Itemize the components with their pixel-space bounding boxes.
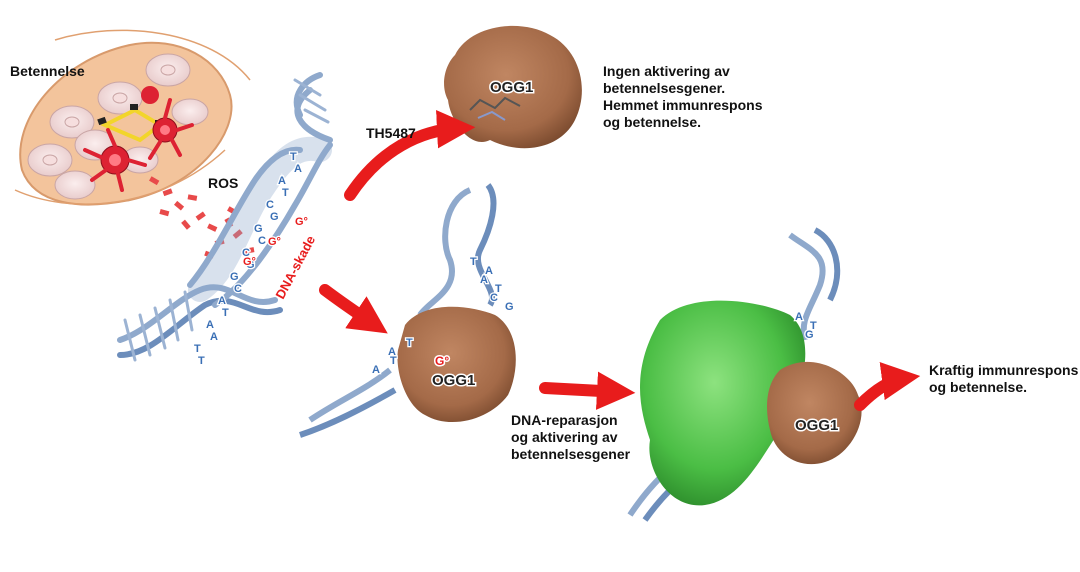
- outcome-strong-line: Kraftig immunrespons: [929, 362, 1078, 379]
- damaged-base: C: [258, 235, 266, 247]
- damaged-base: A: [278, 175, 286, 187]
- final-base: A: [795, 311, 803, 323]
- arrow-to-complex: [545, 388, 620, 392]
- ogg1-bound: [397, 307, 515, 422]
- damaged-base: A: [206, 319, 214, 331]
- upper-base: A: [480, 274, 488, 286]
- lesion-marker: G°: [268, 236, 281, 248]
- upper-base: G: [505, 301, 514, 313]
- protein-label-complex: OGG1: [795, 417, 838, 434]
- repair-activation-text: DNA-reparasjon og aktivering av betennel…: [511, 412, 630, 463]
- final-base: G: [805, 329, 814, 341]
- damaged-base: T: [194, 343, 201, 355]
- repair-activation-line: betennelsesgener: [511, 446, 630, 463]
- lesion-marker: G°: [243, 256, 256, 268]
- damaged-base: G: [230, 271, 239, 283]
- outcome-inhibited-line: og betennelse.: [603, 114, 762, 131]
- damaged-base: G: [270, 211, 279, 223]
- ros-label: ROS: [208, 175, 238, 192]
- damaged-base: A: [294, 163, 302, 175]
- damaged-base: G: [254, 223, 263, 235]
- lower-base: A: [388, 346, 396, 358]
- arrow-to-strong-response: [860, 378, 905, 405]
- damaged-base: A: [210, 331, 218, 343]
- protein-label-middle: OGG1: [432, 372, 475, 389]
- outcome-inhibited-text: Ingen aktivering av betennelsesgener. He…: [603, 63, 762, 131]
- arrow-to-bound: [325, 290, 375, 325]
- repair-activation-line: og aktivering av: [511, 429, 630, 446]
- damaged-base: T: [198, 355, 205, 367]
- damaged-base: C: [234, 283, 242, 295]
- inhibitor-label: TH5487: [366, 125, 416, 142]
- ogg1-in-complex: [767, 362, 862, 464]
- upper-base: T: [470, 256, 477, 268]
- lower-base: A: [372, 364, 380, 376]
- damaged-base: T: [290, 151, 297, 163]
- lesion-marker: G°: [295, 216, 308, 228]
- damaged-base: T: [222, 307, 229, 319]
- outcome-inhibited-line: Ingen aktivering av: [603, 63, 762, 80]
- upper-base: C: [490, 292, 498, 304]
- lesion-label-middle: G°: [435, 354, 449, 368]
- outcome-strong-text: Kraftig immunrespons og betennelse.: [929, 362, 1078, 396]
- outcome-inhibited-line: betennelsesgener.: [603, 80, 762, 97]
- damaged-base: C: [266, 199, 274, 211]
- lower-base: T: [406, 337, 413, 349]
- inflammation-label: Betennelse: [10, 63, 85, 80]
- outcome-inhibited-line: Hemmet immunrespons: [603, 97, 762, 114]
- damaged-base: T: [282, 187, 289, 199]
- repair-activation-line: DNA-reparasjon: [511, 412, 630, 429]
- protein-label-top: OGG1: [490, 79, 533, 96]
- damaged-base: A: [218, 295, 226, 307]
- outcome-strong-line: og betennelse.: [929, 379, 1078, 396]
